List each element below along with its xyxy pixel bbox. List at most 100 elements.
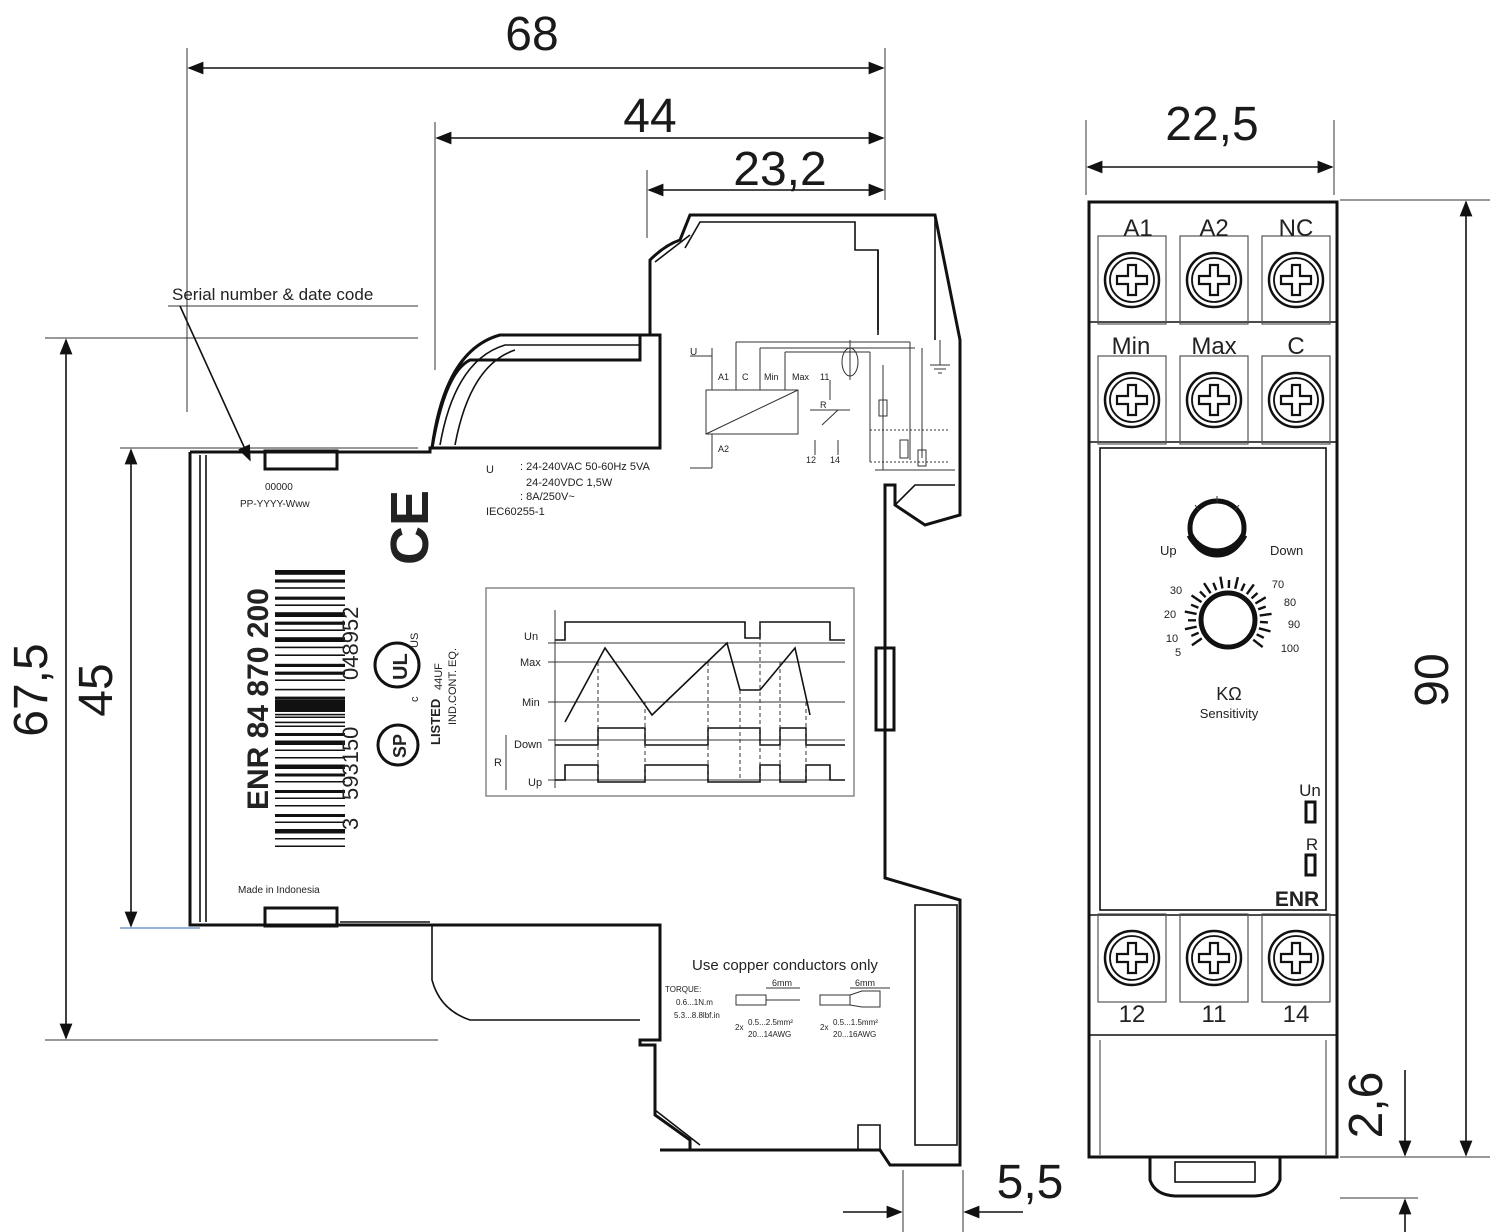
svg-text:UL: UL <box>390 653 412 680</box>
barcode-bar <box>275 679 345 681</box>
csa-mark: SP <box>376 723 420 767</box>
screw-icon[interactable] <box>1261 235 1331 325</box>
dim-22-5-label: 22,5 <box>1165 98 1258 151</box>
dim-5-5-label: 5,5 <box>997 1156 1064 1209</box>
dial-tick <box>1219 576 1224 589</box>
dial-tick <box>1257 605 1267 611</box>
led-r-label: R <box>1306 835 1318 854</box>
barcode-bar <box>275 797 345 799</box>
scale-10: 10 <box>1166 633 1178 645</box>
dial-tick <box>1256 633 1265 639</box>
scale-5: 5 <box>1175 647 1181 659</box>
led-un-label: Un <box>1299 781 1321 800</box>
barcode-bar <box>275 790 345 793</box>
dial-tick <box>1184 625 1197 631</box>
barcode-bar <box>275 716 345 718</box>
barcode-bar <box>275 709 345 712</box>
barcode-bar <box>275 629 345 631</box>
sensitivity-dial-knob[interactable] <box>1198 590 1258 650</box>
barcode-digits-b: 593150 <box>338 727 363 800</box>
torque-label: TORQUE: <box>665 985 701 994</box>
screw-icon[interactable] <box>1179 235 1249 325</box>
screw-icon[interactable] <box>1097 355 1167 445</box>
barcode-bar <box>275 773 345 777</box>
terminal-screws <box>1097 235 1331 1003</box>
barcode-bar <box>275 749 345 751</box>
torque-1: 0.6...1N.m <box>676 998 713 1007</box>
dial-tick <box>1252 638 1264 649</box>
terminal-12: 12 <box>1119 1001 1146 1028</box>
torque-2: 5.3...8.8lbf.in <box>674 1011 720 1020</box>
dial-tick <box>1254 596 1267 605</box>
sensitivity-dial-ticks <box>1184 576 1272 649</box>
barcode-bar <box>275 570 345 575</box>
terminal-a2: A2 <box>1199 215 1228 242</box>
barcode-bar <box>275 713 345 716</box>
circuit-min: Min <box>764 372 779 382</box>
spec-line2: 24-240VDC 1,5W <box>526 477 613 489</box>
barcode-bar <box>275 700 345 705</box>
barcode-bar <box>275 764 345 769</box>
screw-icon[interactable] <box>1097 235 1167 325</box>
dial-tick <box>1184 610 1197 616</box>
screw-icon[interactable] <box>1179 355 1249 445</box>
svg-text:US: US <box>409 633 421 648</box>
side-view-housing <box>188 213 962 1167</box>
wire-len-2: 6mm <box>855 978 875 988</box>
barcode-bar <box>275 829 345 834</box>
terminal-nc: NC <box>1279 215 1314 242</box>
led-r-indicator <box>1304 853 1317 877</box>
barcode-bar <box>275 696 345 700</box>
barcode-digit-a: 3 <box>338 818 363 830</box>
ul-code: 44UF <box>433 663 445 690</box>
svg-text:c: c <box>409 696 421 702</box>
barcode-bar <box>275 637 345 642</box>
wire-count-1: 2x <box>735 1023 743 1032</box>
terminal-a1: A1 <box>1123 215 1152 242</box>
screw-icon[interactable] <box>1097 913 1167 1003</box>
circuit-a1: A1 <box>718 372 729 382</box>
dim-67-label: 67,5 <box>5 643 58 736</box>
barcode-bar <box>275 604 345 606</box>
wire-2b: 20...16AWG <box>833 1030 876 1039</box>
spec-line3: : 8A/250V~ <box>520 491 575 503</box>
dial-tick <box>1203 582 1212 594</box>
barcode-bar <box>275 654 345 656</box>
timing-min: Min <box>522 697 540 709</box>
barcode-bar <box>275 821 345 823</box>
barcode <box>275 570 345 847</box>
listed-label: LISTED <box>428 699 443 745</box>
dim-23-label: 23,2 <box>733 143 826 196</box>
circuit-14: 14 <box>830 455 840 465</box>
dial-tick <box>1234 576 1240 590</box>
barcode-bar <box>275 663 345 667</box>
date-code: PP-YYYY-Www <box>240 499 310 510</box>
screw-icon[interactable] <box>1179 913 1249 1003</box>
dial-tick <box>1191 637 1203 647</box>
circuit-r: R <box>820 400 827 410</box>
dim-90-label: 90 <box>1406 653 1459 706</box>
barcode-bar <box>275 587 345 589</box>
dial-tick <box>1259 612 1272 617</box>
dim-44-label: 44 <box>623 90 676 143</box>
dim-68-label: 68 <box>505 8 558 61</box>
screw-icon[interactable] <box>1261 355 1331 445</box>
barcode-bar <box>275 621 345 625</box>
scale-90: 90 <box>1288 619 1300 631</box>
up-down-selector-knob[interactable] <box>1186 496 1248 558</box>
down-label: Down <box>1270 543 1303 558</box>
timing-up: Up <box>528 777 542 789</box>
ind-cont-label: IND.CONT. EQ. <box>447 648 459 725</box>
dial-tick <box>1190 631 1200 638</box>
circuit-schematic <box>690 340 955 471</box>
barcode-bar <box>275 579 345 583</box>
svg-text:SP: SP <box>390 734 410 758</box>
terminal-min: Min <box>1112 333 1151 360</box>
dimension-lines-side <box>45 48 1023 1232</box>
circuit-a2: A2 <box>718 444 729 454</box>
serial-code: 00000 <box>265 482 293 493</box>
front-view-housing <box>1087 200 1339 1198</box>
wire-count-2: 2x <box>820 1023 828 1032</box>
screw-icon[interactable] <box>1261 913 1331 1003</box>
